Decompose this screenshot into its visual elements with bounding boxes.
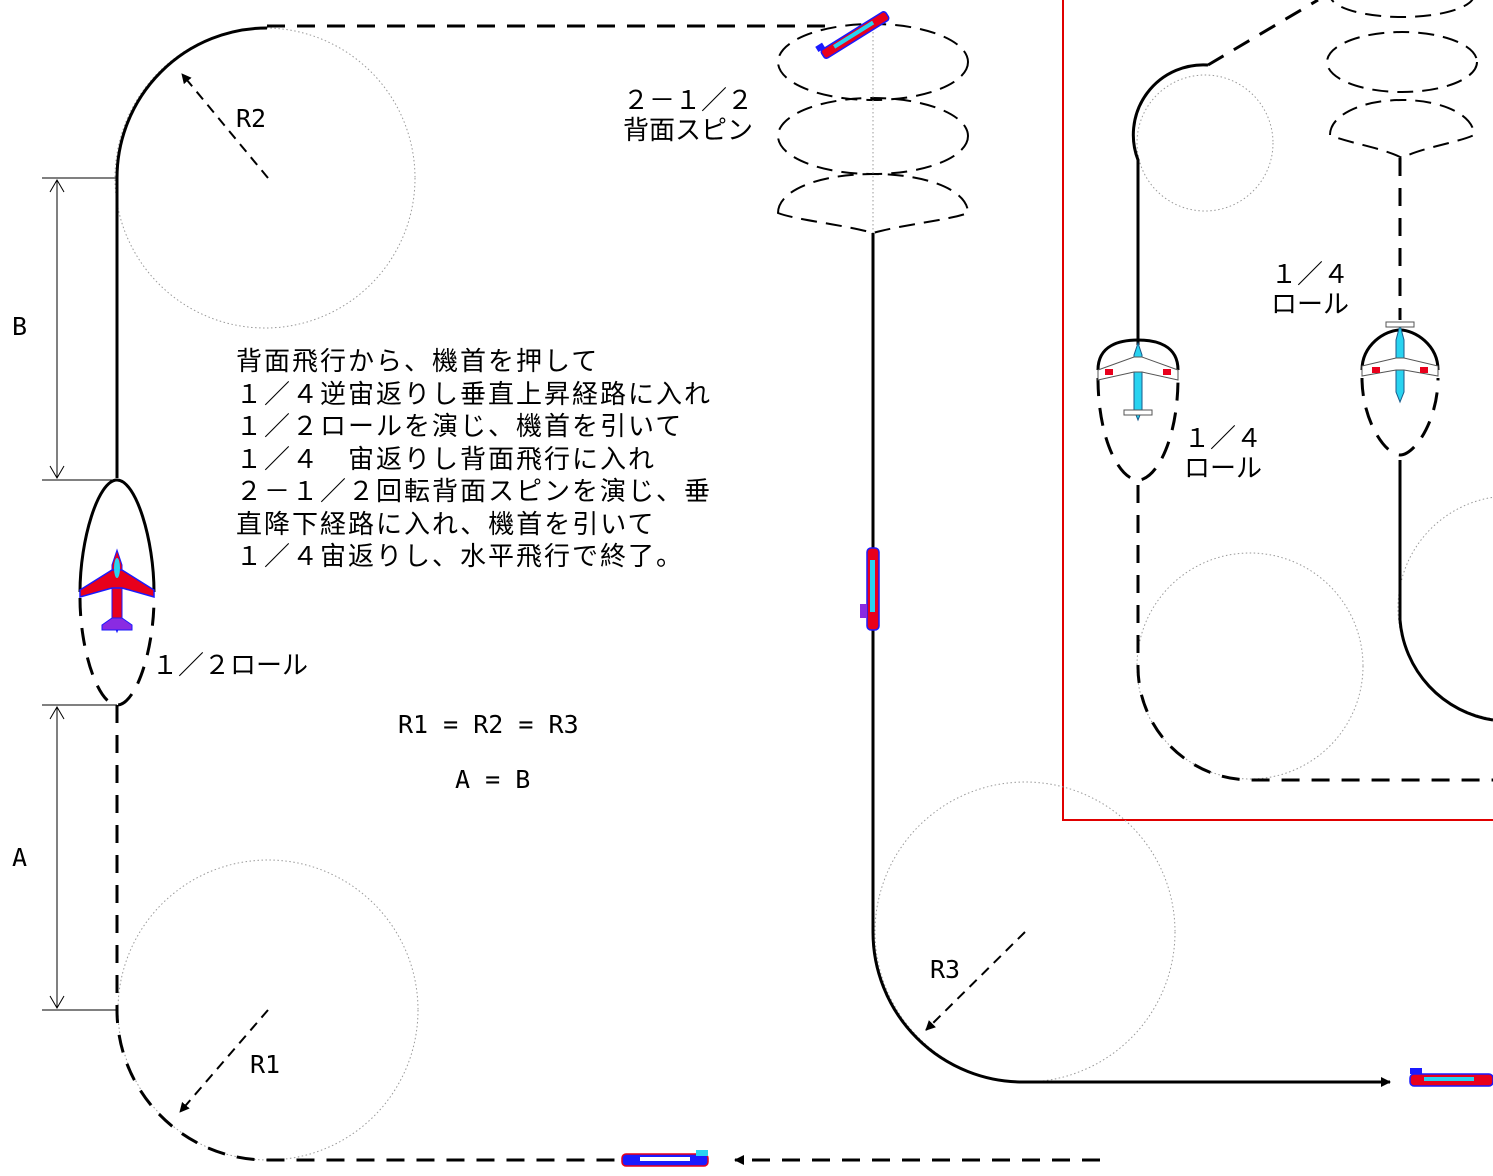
- inset-top-diag: [1207, 0, 1319, 67]
- ref-circle-inset-bottom: [1136, 552, 1364, 780]
- path-roll-bottom-arc: [78, 597, 156, 707]
- description-line-5: ２－１／２回転背面スピンを演じ、垂: [236, 477, 713, 507]
- radius-equation: R1 = R2 = R3: [398, 710, 579, 739]
- description-line-7: １／４宙返りし、水平飛行で終了。: [236, 542, 685, 572]
- path-descent-lower: [871, 630, 1391, 1087]
- inset-left-climb: [1131, 63, 1209, 345]
- length-equation: A = B: [455, 765, 531, 794]
- radius-indicators: [179, 73, 1026, 1113]
- r2-label: R2: [236, 104, 267, 133]
- airplane-icon-inset-right: [1361, 321, 1439, 404]
- inset-left-lower: [1136, 485, 1493, 782]
- dimension-a-label: A: [12, 843, 28, 872]
- quarter-roll-top-line2: ロール: [1270, 290, 1349, 320]
- quarter-roll-left-line2: ロール: [1183, 454, 1262, 484]
- inset-path-dashed: [1096, 0, 1493, 782]
- ref-circle-r2: [114, 27, 416, 329]
- inset-right-descent: [1398, 460, 1493, 722]
- airplane-icon-entry: [621, 1150, 709, 1167]
- ref-circle-inset-right: [1397, 496, 1493, 720]
- airplane-icon-roll: [79, 548, 155, 634]
- airplane-icon-spin: [815, 11, 890, 59]
- spin-turn-3: [776, 172, 970, 235]
- quarter-roll-label-inset-left: １／４ ロール: [1168, 424, 1278, 484]
- description-line-6: 直降下経路に入れ、機首を引いて: [236, 509, 656, 540]
- airplane-icon-exit: [1409, 1068, 1493, 1087]
- inset-path: [1096, 63, 1493, 722]
- description-line-1: 背面飛行から、機首を押して: [236, 347, 600, 377]
- flight-path-dashed: [78, 24, 1100, 1165]
- r3-radius-line: [925, 931, 1026, 1031]
- inset-frame: [1062, 0, 1493, 821]
- description-line-3: １／２ロールを演じ、機首を引いて: [236, 412, 684, 442]
- ref-circle-r1: [117, 859, 419, 1161]
- r1-radius-line: [179, 1009, 269, 1113]
- dimension-b-label: B: [12, 312, 28, 341]
- quarter-roll-top-line1: １／４: [1270, 260, 1349, 290]
- reference-circles: [114, 27, 1493, 1161]
- airplane-icon-descent: [860, 547, 880, 631]
- dimension-a: [42, 704, 117, 1011]
- quarter-roll-label-inset-top: １／４ ロール: [1255, 260, 1365, 320]
- r3-label: R3: [930, 955, 961, 984]
- description-line-2: １／４逆宙返りし垂直上昇経路に入れ: [236, 379, 713, 410]
- quarter-roll-left-line1: １／４: [1183, 424, 1262, 454]
- inset-roll-right-bottom: [1360, 377, 1440, 457]
- ref-circle-r3: [874, 781, 1176, 1083]
- half-roll-label: １／２ロール: [152, 651, 309, 681]
- path-ascent-lower: [115, 705, 620, 1162]
- spin-label: ２－１／２ 背面スピン: [598, 86, 778, 146]
- spin-label-line2: 背面スピン: [622, 116, 753, 146]
- inset-roll-left-bottom: [1096, 377, 1180, 482]
- r2-radius-line: [181, 73, 269, 179]
- airplane-icon-inset-left: [1097, 341, 1179, 422]
- maneuver-description: 背面飛行から、機首を押して １／４逆宙返りし垂直上昇経路に入れ １／２ロールを演…: [236, 346, 836, 574]
- dimension-b: [42, 177, 117, 481]
- description-line-4: １／４ 宙返りし背面飛行に入れ: [236, 444, 657, 475]
- path-r2-loop: [115, 26, 268, 478]
- r1-label: R1: [250, 1050, 281, 1079]
- spin-label-line1: ２－１／２: [622, 86, 753, 116]
- ref-circle-inset-top: [1136, 74, 1274, 212]
- inset-roll-left-top: [1096, 338, 1180, 371]
- inset-spin: [1326, 0, 1478, 160]
